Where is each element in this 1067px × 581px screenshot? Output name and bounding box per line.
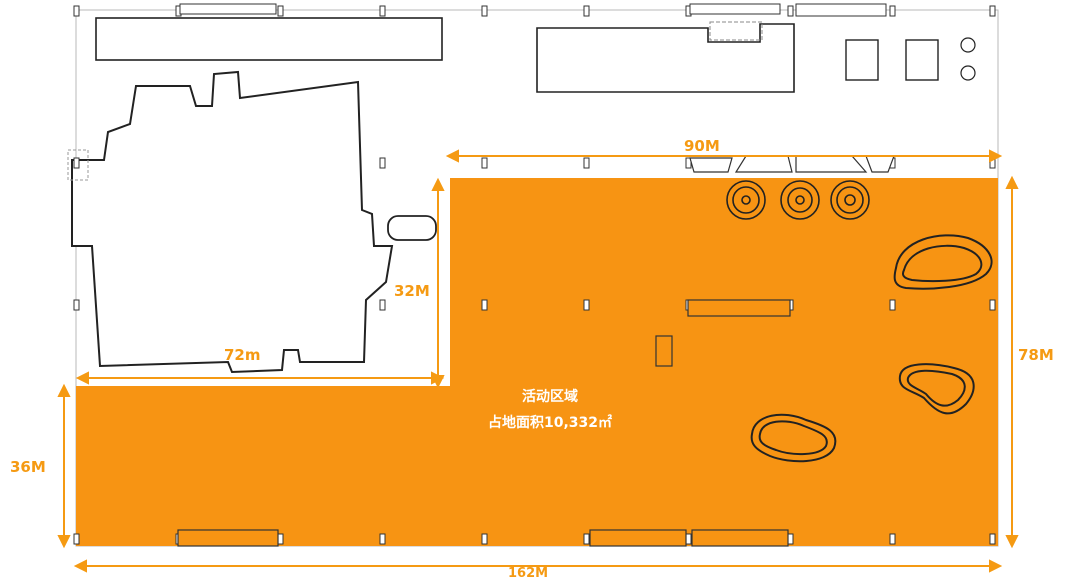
small-building-2 — [905, 39, 939, 81]
top-benches — [179, 3, 887, 17]
dim-notch-width: 72m — [224, 346, 261, 364]
trapezoid-benches — [689, 155, 895, 173]
rounded-kiosk — [387, 215, 437, 241]
organic-islands — [750, 234, 993, 463]
building-top-middle — [536, 23, 795, 93]
main-building-outline — [71, 70, 394, 374]
building-top-left — [95, 17, 443, 61]
bottom-benches — [177, 529, 789, 547]
round-play-features — [726, 180, 870, 220]
dashed-annex — [67, 149, 89, 181]
circle-marker-2 — [960, 65, 976, 81]
area-subtitle: 占地面积10,332㎡ — [487, 415, 613, 431]
dim-left-height: 36M — [10, 458, 46, 476]
dim-bottom-width: 162M — [508, 566, 549, 581]
dim-right-height: 78M — [1018, 346, 1054, 364]
mid-benches — [655, 299, 791, 367]
dim-top-width: 90M — [684, 137, 720, 155]
dimension-lines — [57, 149, 1019, 573]
circle-marker-1 — [960, 37, 976, 53]
area-title: 活动区域 — [522, 389, 578, 405]
small-building-1 — [845, 39, 879, 81]
dim-notch-height: 32M — [394, 282, 430, 300]
building-top-middle-dashed — [709, 21, 763, 41]
